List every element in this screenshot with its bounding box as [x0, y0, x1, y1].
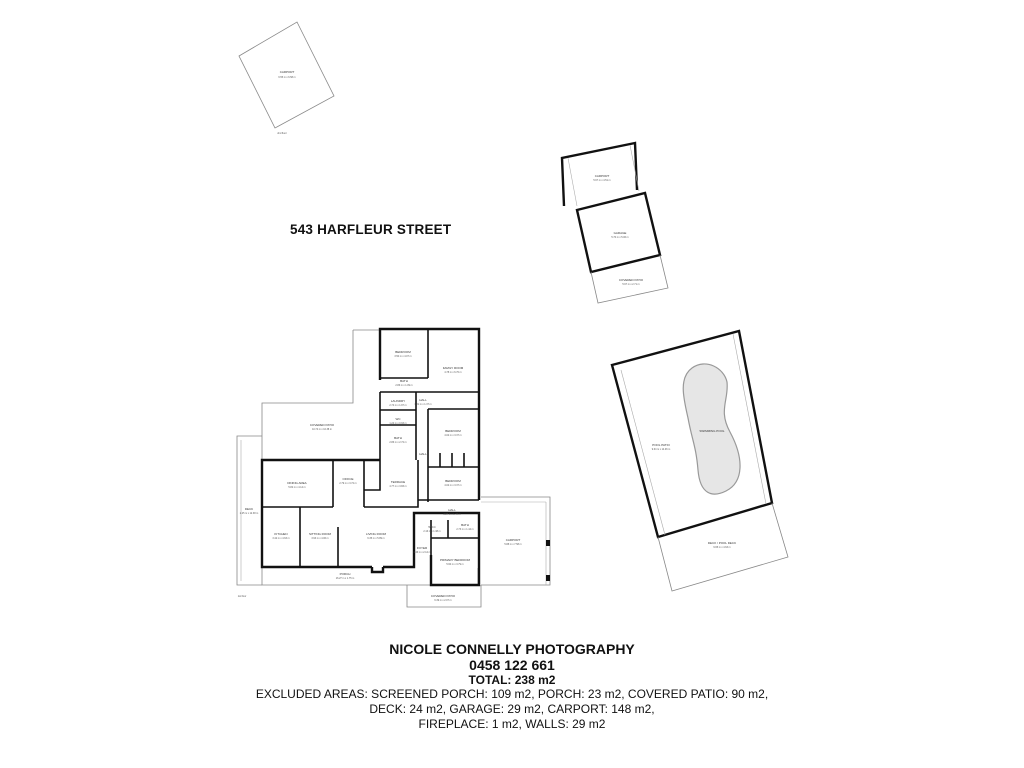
- bedroom-nw-dims: 3.50 m x 4.07 m: [394, 355, 411, 358]
- laundry-name: LAUNDRY: [391, 399, 405, 403]
- second-floor-label: 2nd floor: [277, 132, 287, 135]
- bedroom-mid-dims: 4.02 m x 3.37 m: [444, 434, 461, 437]
- excluded-areas-line-3: FIREPLACE: 1 m2, WALLS: 29 m2: [418, 717, 606, 731]
- porch-name: PORCH: [340, 572, 351, 576]
- wic-name: W.I.C: [428, 525, 436, 529]
- carport-east-name: CARPORT: [595, 174, 610, 178]
- garage-name: GARAGE: [614, 231, 627, 235]
- pool-structure: SWIMMING POOL POOL PATIO 9.64 m x 14.06 …: [610, 329, 789, 592]
- covered-patio-south-name: COVERED PATIO: [431, 594, 456, 598]
- footer: NICOLE CONNELLY PHOTOGRAPHY 0458 122 661…: [0, 641, 1024, 732]
- primary-bedroom-dims: 5.60 m x 3.79 m: [446, 563, 463, 566]
- terrace-name: TERRACE: [391, 480, 405, 484]
- hall-south-dims: 3.87 m x 1.44 m: [443, 513, 460, 516]
- bath-mid-name: BATH: [394, 436, 402, 440]
- wc-name: WC: [396, 417, 402, 421]
- foyer-dims: 1.46 m x 2.12 m: [413, 551, 430, 554]
- hall-north-name: HALL: [419, 398, 427, 402]
- carport-top-structure: CARPORT 6.55 m x 6.58 m 2nd floor: [238, 21, 335, 135]
- covered-patio-east-name: COVERED PATIO: [619, 278, 644, 282]
- covered-patio-south-dims: 6.39 m x 2.07 m: [434, 599, 451, 602]
- bath-south-name: BATH: [461, 523, 469, 527]
- street-address: 543 HARFLEUR STREET: [290, 222, 452, 237]
- swimming-pool-shape: [682, 363, 741, 495]
- bath-north-name: BATH: [400, 379, 408, 383]
- hall-mid-name: HALL: [419, 452, 427, 456]
- swimming-pool-name: SWIMMING POOL: [699, 429, 724, 433]
- company-name: NICOLE CONNELLY PHOTOGRAPHY: [389, 641, 635, 657]
- carport-east-dims: 5.67 m x 4.51 m: [593, 179, 610, 182]
- bath-south-dims: 2.73 m x 1.44 m: [456, 528, 473, 531]
- primary-bedroom-name: PRIMARY BEDROOM: [440, 558, 470, 562]
- bath-mid-dims: 2.86 m x 2.72 m: [389, 441, 406, 444]
- deck-pool-name: DECK / POOL DECK: [708, 541, 736, 545]
- porch-dims: 16.27 m x 1.75 m: [336, 577, 354, 580]
- hall-south-name: HALL: [448, 508, 456, 512]
- family-room-dims: 4.78 m x 6.70 m: [444, 371, 461, 374]
- covered-patio-east-dims: 5.67 m x 2.71 m: [622, 283, 639, 286]
- deck-pool-dims: 9.65 m x 4.63 m: [713, 546, 730, 549]
- bedroom-nw-name: BEDROOM: [395, 350, 411, 354]
- bedroom-south-name: BEDROOM: [445, 479, 461, 483]
- carport-top-dims: 6.55 m x 6.58 m: [278, 76, 295, 79]
- living-room-dims: 6.35 m x 5.89 m: [367, 537, 384, 540]
- family-room-name: FAMILY ROOM: [443, 366, 464, 370]
- dining-area-dims: 5.82 m x 4.14 m: [288, 486, 305, 489]
- bath-north-dims: 2.86 m x 1.09 m: [395, 384, 412, 387]
- covered-patio-main-name: COVERED PATIO: [310, 423, 335, 427]
- phone-number: 0458 122 661: [469, 657, 555, 673]
- carport-main-dims: 5.88 m x 7.58 m: [504, 543, 521, 546]
- covered-patio-main-dims: 10.74 m x 10.38 m: [312, 428, 332, 431]
- wic-dims: 2.16 m x 1.38 m: [423, 530, 440, 533]
- dining-area-name: DINING AREA: [287, 481, 306, 485]
- first-floor-label: 1st floor: [238, 595, 247, 598]
- garage-dims: 5.70 m x 5.06 m: [611, 236, 628, 239]
- living-room-name: LIVING ROOM: [366, 532, 387, 536]
- main-house: BEDROOM 3.50 m x 4.07 m FAMILY ROOM 4.78…: [236, 327, 551, 608]
- office-dims: 2.79 m x 3.72 m: [339, 482, 356, 485]
- pool-patio-name: POOL PATIO: [652, 443, 670, 447]
- garage-carport-structure: CARPORT 5.67 m x 4.51 m GARAGE 5.70 m x …: [560, 141, 669, 304]
- deck-west-dims: 2.25 m x 12.38 m: [240, 512, 258, 515]
- excluded-areas-line-1: EXCLUDED AREAS: SCREENED PORCH: 109 m2, …: [255, 687, 769, 701]
- carport-main-name: CARPORT: [506, 538, 521, 542]
- laundry-dims: 2.74 m x 1.97 m: [389, 404, 406, 407]
- bedroom-south-dims: 4.02 m x 3.37 m: [444, 484, 461, 487]
- total-area: TOTAL: 238 m2: [468, 673, 556, 687]
- kitchen-name: KITCHEN: [274, 532, 287, 536]
- foyer-name: FOYER: [417, 546, 428, 550]
- sitting-room-name: SITTING ROOM: [309, 532, 332, 536]
- sitting-room-dims: 3.93 m x 4.06 m: [311, 537, 328, 540]
- hall-north-dims: 1.31 m x 1.37 m: [414, 403, 431, 406]
- office-name: OFFICE: [343, 477, 354, 481]
- pool-patio-dims: 9.64 m x 14.06 m: [652, 448, 670, 451]
- bedroom-mid-name: BEDROOM: [445, 429, 461, 433]
- terrace-dims: 4.77 m x 3.83 m: [389, 485, 406, 488]
- kitchen-dims: 3.42 m x 4.63 m: [272, 537, 289, 540]
- deck-west-name: DECK: [245, 507, 253, 511]
- carport-top-name: CARPORT: [280, 70, 295, 74]
- excluded-areas-line-2: DECK: 24 m2, GARAGE: 29 m2, CARPORT: 148…: [369, 702, 655, 716]
- wc-dims: 1.24 m x 0.93 m: [389, 422, 406, 425]
